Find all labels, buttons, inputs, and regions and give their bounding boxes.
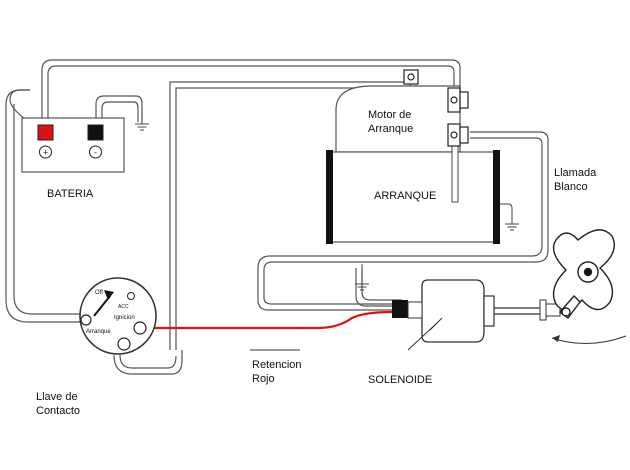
- starter-motor: [326, 69, 500, 244]
- ignition-off-label: Off: [95, 290, 103, 296]
- label-llamada-line2: Blanco: [554, 181, 588, 193]
- starter-band-left: [326, 150, 333, 244]
- label-retencion-line2: Rojo: [252, 373, 275, 385]
- ignition-ignicion-label: Ignicion: [114, 315, 135, 321]
- label-solenoide: SOLENOIDE: [368, 374, 433, 386]
- ignition-switch: Off ACC Ignicion Arranque: [79, 277, 157, 355]
- throttle-linkage: [551, 229, 627, 345]
- label-llave-line2: Contacto: [36, 405, 81, 417]
- label-llamada-line1: Llamada: [554, 167, 597, 179]
- ignition-arranque-label: Arranque: [86, 329, 111, 335]
- ground-symbol-starter: [500, 203, 519, 231]
- battery-positive-symbol: +: [43, 148, 48, 158]
- battery: + -: [21, 117, 125, 173]
- battery-negative-symbol: -: [94, 148, 97, 158]
- label-arranque: ARRANQUE: [374, 190, 437, 202]
- label-llave-line1: Llave de: [36, 391, 78, 403]
- ignition-acc-label: ACC: [118, 304, 129, 310]
- label-bateria: BATERIA: [47, 188, 94, 200]
- label-motor-line2: Arranque: [368, 123, 414, 135]
- ground-symbol-solenoid: [355, 264, 369, 291]
- battery-positive-post: [37, 124, 54, 141]
- battery-negative-post: [87, 124, 104, 141]
- main-wire-harness: [5, 59, 549, 375]
- label-retencion-line1: Retencion: [252, 359, 302, 371]
- retention-wire-red: [128, 310, 393, 330]
- solenoid: [392, 279, 561, 343]
- starter-terminals: [403, 69, 469, 147]
- ground-symbol-battery: [135, 112, 149, 131]
- starter-band-right: [493, 150, 500, 244]
- leader-lines: [250, 321, 439, 351]
- label-motor-line1: Motor de: [368, 109, 412, 121]
